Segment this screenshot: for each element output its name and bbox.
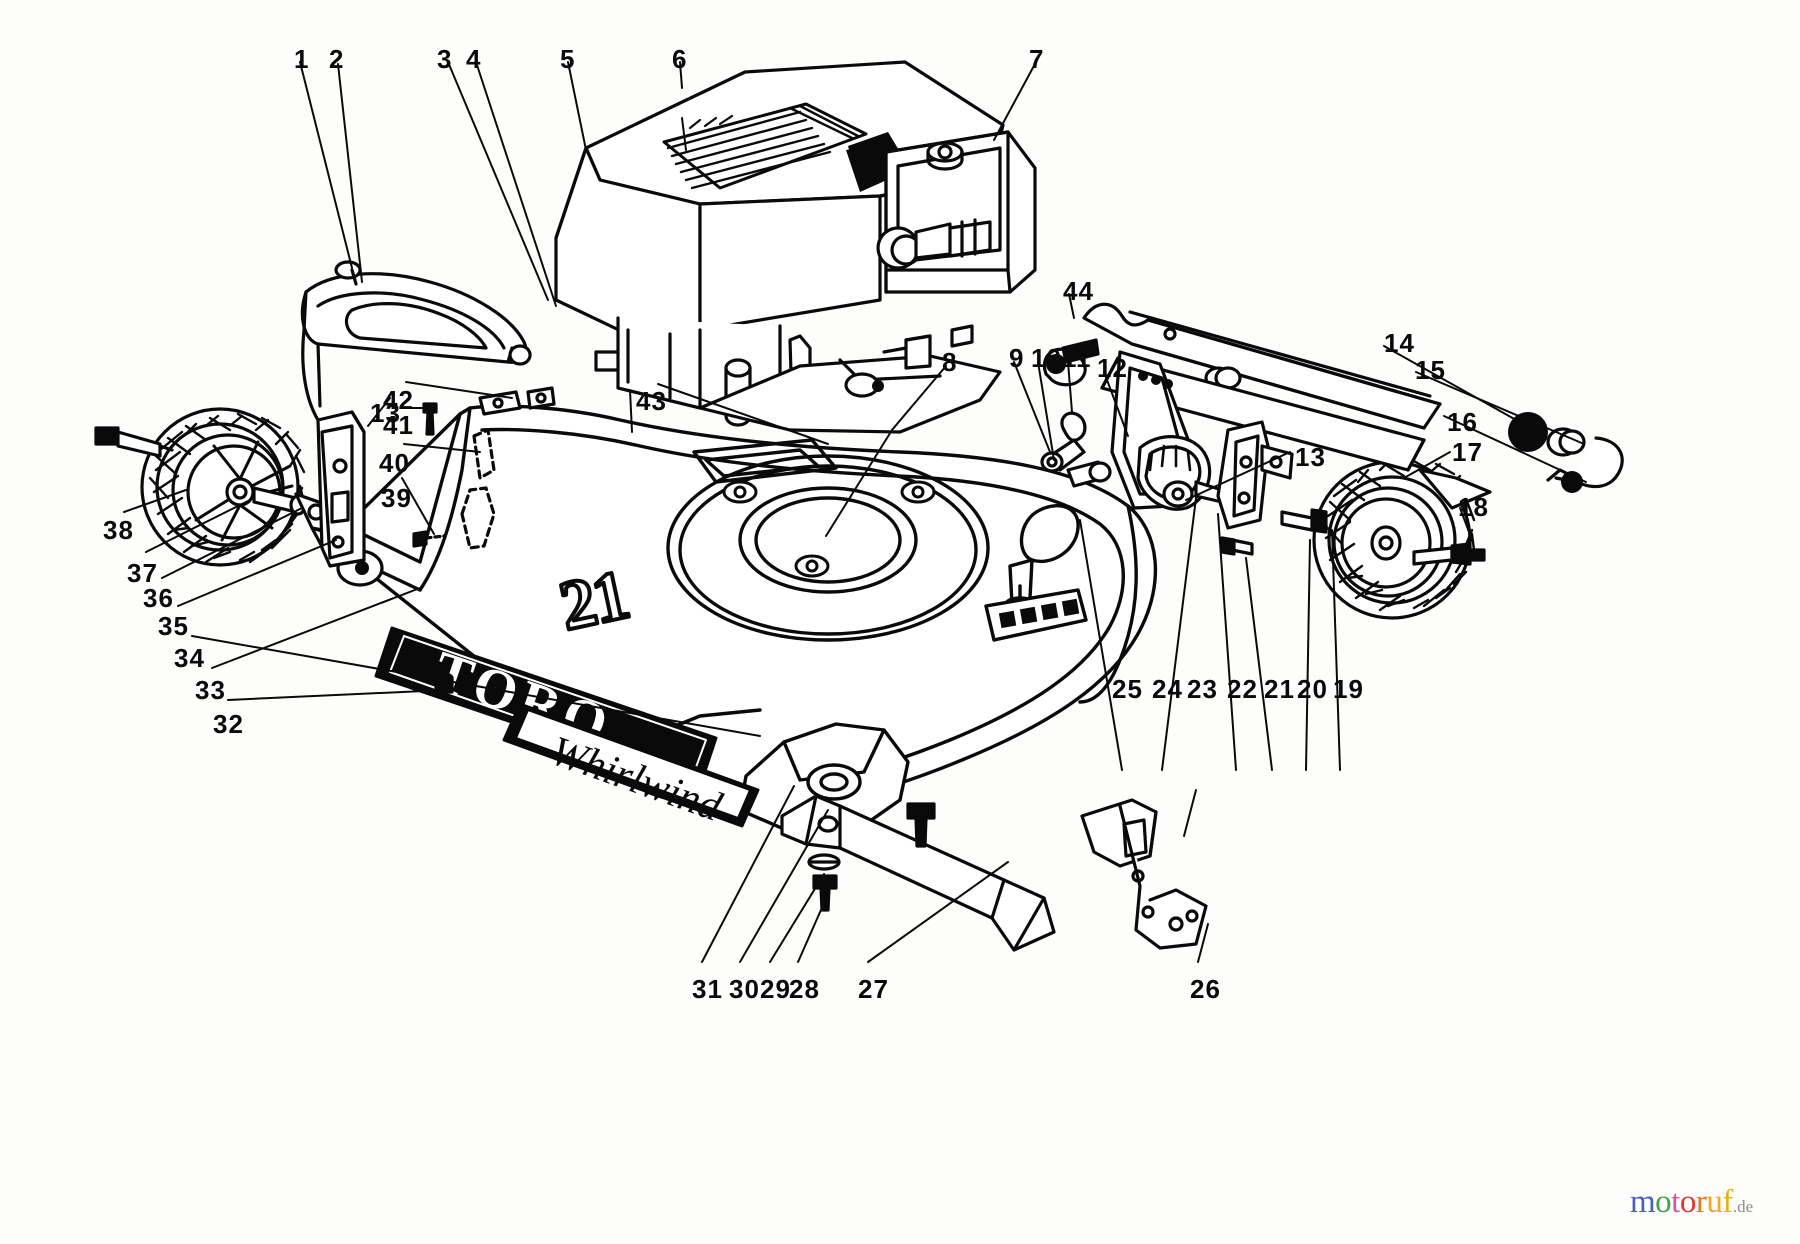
blade-and-fasteners	[434, 672, 1208, 952]
callout-43: 43	[636, 386, 667, 416]
callout-17: 17	[1452, 437, 1483, 467]
engine-assembly	[554, 60, 1037, 434]
front-right-wheel-assembly	[1312, 458, 1486, 620]
watermark-letter-t-2: t	[1671, 1184, 1680, 1220]
callout-40: 40	[379, 448, 410, 478]
watermark-letter-u-5: u	[1706, 1184, 1723, 1220]
watermark-letter-r-4: r	[1695, 1184, 1707, 1220]
callout-16: 16	[1447, 407, 1478, 437]
callout-1: 1	[294, 44, 310, 74]
callout-39: 39	[381, 483, 412, 513]
leader-lines	[123, 61, 1587, 963]
watermark-letter-f-6: f	[1722, 1184, 1733, 1220]
callout-38: 38	[103, 515, 134, 545]
callout-6: 6	[672, 44, 688, 74]
callout-10: 10	[1031, 343, 1062, 373]
callout-8: 8	[942, 347, 958, 377]
callout-19: 19	[1333, 674, 1364, 704]
callout-34: 34	[174, 643, 205, 673]
callout-21: 21	[1264, 674, 1295, 704]
callout-9: 9	[1009, 343, 1025, 373]
callout-25: 25	[1112, 674, 1143, 704]
handle-and-linkage-assembly	[1040, 302, 1624, 556]
callout-30: 30	[729, 974, 760, 1004]
callout-4: 4	[466, 44, 482, 74]
callout-14: 14	[1384, 328, 1415, 358]
callout-2: 2	[329, 44, 345, 74]
callout-28: 28	[789, 974, 820, 1004]
mower-deck: TORO Whirlwind 21	[337, 404, 1158, 838]
callout-20: 20	[1297, 674, 1328, 704]
callout-41: 41	[383, 410, 414, 440]
callout-42: 42	[383, 385, 414, 415]
callout-13: 13	[370, 398, 401, 428]
callout-11: 11	[1062, 343, 1092, 373]
callout-27: 27	[858, 974, 889, 1004]
callout-24: 24	[1152, 674, 1183, 704]
motoruf-watermark: motoruf.de	[1630, 1186, 1753, 1219]
callout-12: 12	[1097, 353, 1128, 383]
callout-15: 15	[1415, 355, 1446, 385]
watermark-suffix: .de	[1732, 1197, 1754, 1216]
callout-7: 7	[1029, 44, 1045, 74]
watermark-letter-o-1: o	[1655, 1184, 1672, 1220]
callout-44: 44	[1063, 276, 1094, 306]
callout-36: 36	[143, 583, 174, 613]
callout-29: 29	[760, 974, 791, 1004]
front-left-wheel-assembly	[94, 260, 556, 587]
watermark-letter-o-3: o	[1679, 1184, 1697, 1220]
callout-35: 35	[158, 611, 189, 641]
callout-23: 23	[1187, 674, 1218, 704]
callout-13: 13	[1295, 442, 1326, 472]
callout-3: 3	[437, 44, 453, 74]
callout-5: 5	[560, 44, 576, 74]
callout-26: 26	[1190, 974, 1221, 1004]
callout-33: 33	[195, 675, 226, 705]
callout-32: 32	[213, 709, 244, 739]
callout-31: 31	[692, 974, 723, 1004]
callout-22: 22	[1227, 674, 1258, 704]
watermark-letter-m-0: m	[1630, 1184, 1656, 1220]
callout-37: 37	[127, 558, 158, 588]
callout-18: 18	[1458, 492, 1489, 522]
